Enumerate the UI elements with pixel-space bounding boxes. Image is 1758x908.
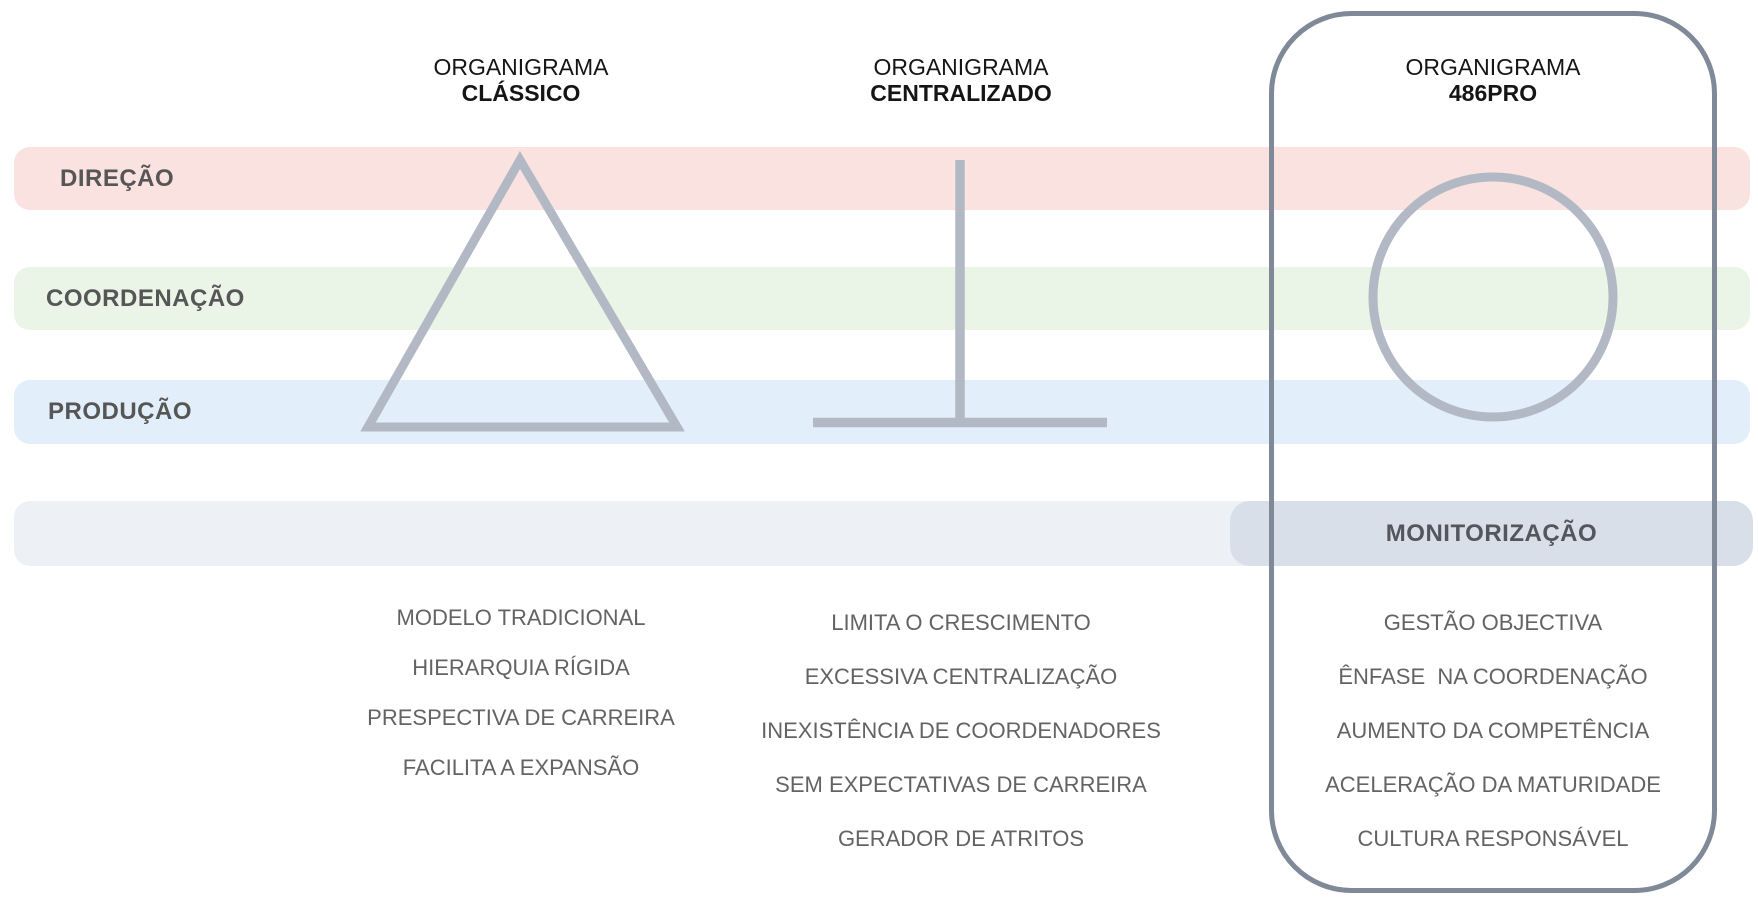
list-item: CULTURA RESPONSÁVEL: [1357, 826, 1629, 851]
list-classico: MODELO TRADICIONAL HIERARQUIA RÍGIDA PRE…: [261, 593, 781, 793]
triangle-pyramid-icon: [360, 151, 685, 432]
band-coordenacao: COORDENAÇÃO: [14, 267, 1750, 330]
list-item: ACELERAÇÃO DA MATURIDADE: [1325, 772, 1661, 797]
list-item: EXCESSIVA CENTRALIZAÇÃO: [804, 664, 1118, 689]
list-item: SEM EXPECTATIVAS DE CARREIRA: [775, 772, 1147, 797]
header-centralizado: ORGANIGRAMA CENTRALIZADO: [711, 54, 1211, 106]
band-coordenacao-label: COORDENAÇÃO: [46, 284, 245, 312]
list-item: LIMITA O CRESCIMENTO: [831, 610, 1091, 635]
list-item: GESTÃO OBJECTIVA: [1383, 610, 1603, 635]
list-item: FACILITA A EXPANSÃO: [402, 755, 640, 780]
list-centralizado: LIMITA O CRESCIMENTO EXCESSIVA CENTRALIZ…: [701, 596, 1221, 866]
list-item: AUMENTO DA COMPETÊNCIA: [1336, 718, 1650, 743]
header-centralizado-line1: ORGANIGRAMA: [873, 54, 1049, 80]
band-direcao-label: DIREÇÃO: [60, 164, 175, 192]
list-item: GERADOR DE ATRITOS: [837, 826, 1085, 851]
header-classico: ORGANIGRAMA CLÁSSICO: [271, 54, 771, 106]
header-classico-line1: ORGANIGRAMA: [433, 54, 609, 80]
header-486pro: ORGANIGRAMA 486PRO: [1243, 54, 1743, 106]
486pro-frame-outline: [1269, 11, 1717, 893]
header-486pro-line1: ORGANIGRAMA: [1405, 54, 1581, 80]
list-item: PRESPECTIVA DE CARREIRA: [367, 705, 675, 730]
list-item: INEXISTÊNCIA DE COORDENADORES: [761, 718, 1161, 743]
monitor-band-label: MONITORIZAÇÃO: [1385, 519, 1598, 547]
inverted-t-icon: [813, 160, 1107, 428]
circle-icon: [1368, 172, 1618, 422]
list-item: ÊNFASE NA COORDENAÇÃO: [1338, 664, 1648, 689]
list-item: HIERARQUIA RÍGIDA: [412, 655, 630, 680]
list-item: MODELO TRADICIONAL: [396, 605, 646, 630]
header-486pro-line2: 486PRO: [1448, 80, 1538, 106]
header-classico-line2: CLÁSSICO: [461, 80, 581, 106]
list-486pro: GESTÃO OBJECTIVA ÊNFASE NA COORDENAÇÃO A…: [1233, 596, 1753, 866]
monitor-band: MONITORIZAÇÃO: [1230, 501, 1753, 566]
band-producao-label: PRODUÇÃO: [48, 398, 193, 425]
header-centralizado-line2: CENTRALIZADO: [870, 80, 1052, 106]
